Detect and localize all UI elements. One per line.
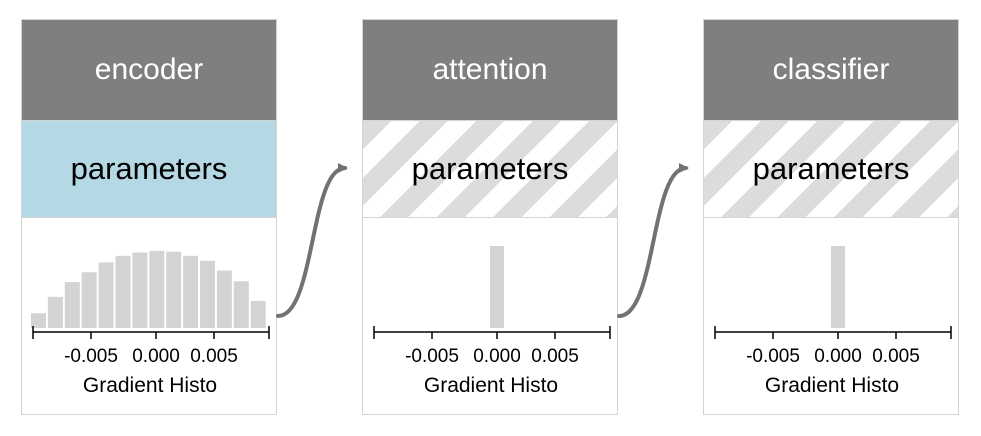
histogram-tick-label: 0.005 (190, 346, 238, 367)
histogram-bar (166, 251, 182, 328)
histogram-bar (81, 272, 97, 328)
histogram-tick-label: -0.005 (746, 346, 800, 367)
connector-arrow-encoder-to-attention (276, 163, 348, 318)
module-attention: attention parameters -0.005 0.000 0.005 … (362, 19, 618, 415)
gradient-histogram: -0.005 0.000 0.005 Gradient Histo (22, 218, 276, 414)
gradient-histogram: -0.005 0.000 0.005 Gradient Histo (363, 218, 617, 414)
parameters-label: parameters (411, 151, 569, 186)
histogram-tick-label: 0.000 (132, 346, 180, 367)
histogram-svg: -0.005 0.000 0.005 Gradient Histo (31, 250, 270, 397)
module-header: attention (363, 20, 617, 120)
module-title: encoder (94, 53, 204, 86)
histogram-bars (490, 246, 504, 328)
connector-arrow-attention-to-classifier (617, 163, 689, 318)
histogram-title: Gradient Histo (83, 374, 217, 397)
histogram-bar (183, 255, 199, 328)
histogram-bar (31, 313, 46, 328)
histogram-title: Gradient Histo (424, 374, 558, 397)
module-title: attention (432, 53, 548, 86)
module-header: classifier (704, 20, 958, 120)
histogram-bar (132, 252, 148, 328)
histogram-bars (831, 246, 845, 328)
histogram-bar (490, 246, 504, 328)
histogram-bar (233, 281, 249, 328)
module-encoder: encoder parameters -0.005 0.000 0.005 Gr… (21, 19, 277, 415)
histogram-tick-label: 0.000 (473, 346, 521, 367)
parameters-block: parameters (363, 120, 617, 218)
histogram-bar (216, 270, 232, 328)
module-title: classifier (772, 53, 890, 86)
module-classifier: classifier parameters -0.005 0.000 0.005… (703, 19, 959, 415)
parameters-block: parameters (704, 120, 958, 218)
histogram-svg: -0.005 0.000 0.005 Gradient Histo (373, 246, 611, 397)
histogram-bar (47, 296, 63, 328)
histogram-bar (64, 282, 80, 328)
histogram-bar (115, 255, 131, 328)
histogram-bar (250, 300, 266, 328)
histogram-tick-label: -0.005 (405, 346, 459, 367)
histogram-tick-label: 0.005 (872, 346, 920, 367)
histogram-title: Gradient Histo (765, 374, 899, 397)
histogram-tick-label: 0.005 (531, 346, 579, 367)
histogram-tick-label: -0.005 (64, 346, 118, 367)
histogram-svg: -0.005 0.000 0.005 Gradient Histo (714, 246, 952, 397)
parameters-label: parameters (70, 151, 228, 186)
module-header: encoder (22, 20, 276, 120)
parameters-label: parameters (752, 151, 910, 186)
histogram-bars (31, 250, 266, 328)
parameters-block: parameters (22, 120, 276, 218)
histogram-bar (831, 246, 845, 328)
gradient-histogram: -0.005 0.000 0.005 Gradient Histo (704, 218, 958, 414)
histogram-bar (200, 260, 215, 328)
histogram-tick-label: 0.000 (814, 346, 862, 367)
histogram-bar (98, 262, 114, 328)
histogram-bar (149, 250, 165, 328)
